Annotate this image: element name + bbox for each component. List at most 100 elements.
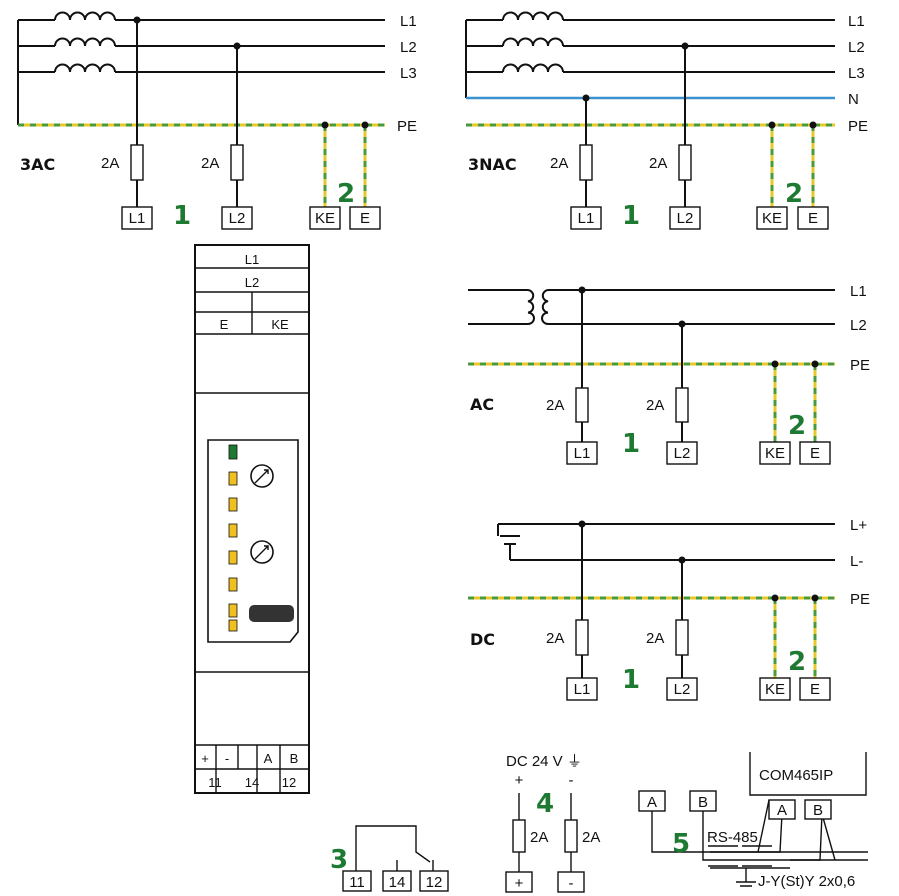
- fuse-1: [130, 144, 144, 181]
- supply-terminal-plus: +: [515, 875, 524, 892]
- terminal-l1-label: L1: [578, 210, 595, 227]
- supply-fuse-1: [512, 819, 526, 853]
- step-2: 2: [788, 411, 806, 441]
- system-label: 3NAC: [468, 155, 517, 174]
- terminal-l1-label: L1: [129, 210, 146, 227]
- rotary-switch-1-icon[interactable]: [250, 464, 274, 488]
- transformer-primary: [527, 289, 535, 325]
- system-label: 3AC: [20, 155, 55, 174]
- led-yellow: [228, 577, 238, 592]
- fuse-1: [575, 387, 589, 423]
- terminal-e-label: E: [810, 445, 820, 462]
- led-green: [228, 444, 238, 460]
- terminal-l2-label: L2: [674, 445, 691, 462]
- terminal-e-label: E: [810, 681, 820, 698]
- pe-label: PE: [850, 357, 870, 374]
- gateway-terminal-b: B: [813, 802, 823, 819]
- terminal-l2: [666, 677, 698, 701]
- terminal-l1-label: L1: [574, 445, 591, 462]
- step-1: 1: [622, 201, 640, 231]
- transformer-secondary: [541, 289, 549, 325]
- device-terminal-plus: +: [201, 751, 209, 766]
- terminal-ke-label: KE: [765, 681, 785, 698]
- terminal-ke-label: KE: [762, 210, 782, 227]
- line-label-l1: L1: [400, 13, 417, 30]
- battery-icon: [500, 535, 520, 545]
- fuse-2: [675, 619, 689, 656]
- relay-terminal-12: 12: [426, 874, 443, 891]
- led-yellow: [228, 523, 238, 538]
- relay-contacts: 11 14 12 3: [330, 825, 449, 892]
- power-supply: DC 24 V ⏚ + - 2A 2A + - 4: [505, 753, 600, 893]
- gateway-label: COM465IP: [759, 767, 833, 784]
- bus-protocol: RS-485: [707, 829, 758, 846]
- terminal-l2: [221, 206, 253, 230]
- device-terminal-b: B: [290, 751, 299, 766]
- diagram-3nac: L1 L2 L3 N PE 3NAC 2A 2A L1 L2 KE E 1 2: [465, 11, 868, 231]
- terminal-l1-label: L1: [574, 681, 591, 698]
- bus-terminal-b: B: [698, 794, 708, 811]
- step-1: 1: [622, 429, 640, 459]
- relay-terminal-14: 14: [389, 874, 406, 891]
- terminal-e: [799, 441, 831, 465]
- step-2: 2: [785, 179, 803, 209]
- line-label-l2: L2: [400, 39, 417, 56]
- fuse-1-rating: 2A: [546, 397, 564, 414]
- device-label-e: E: [220, 317, 229, 332]
- step-2: 2: [788, 647, 806, 677]
- device-terminal-minus: -: [225, 751, 229, 766]
- supply-fuse-1-rating: 2A: [530, 829, 548, 846]
- fuse-2: [230, 144, 244, 181]
- terminal-e-label: E: [360, 210, 370, 227]
- step-5: 5: [672, 829, 690, 859]
- line-label-l1: L1: [848, 13, 865, 30]
- line-label-l2: L2: [848, 39, 865, 56]
- led-yellow: [228, 471, 238, 486]
- terminal-l2-label: L2: [229, 210, 246, 227]
- diagram-3ac: L1 L2 L3 PE 3AC 2A 2A L1 L2 KE E 1 2: [17, 11, 417, 231]
- terminal-ke: [309, 206, 341, 230]
- pe-label: PE: [850, 591, 870, 608]
- terminal-ke: [756, 206, 788, 230]
- system-label: AC: [470, 395, 494, 414]
- device-terminal-a: A: [264, 751, 273, 766]
- rotary-switch-2-icon[interactable]: [250, 540, 274, 564]
- supply-minus: -: [569, 772, 574, 789]
- line-label-l3: L3: [400, 65, 417, 82]
- supply-terminal-minus: -: [569, 875, 574, 892]
- terminal-l1: [566, 677, 598, 701]
- terminal-l2: [666, 441, 698, 465]
- led-yellow: [228, 550, 238, 565]
- gateway-box: [749, 752, 867, 796]
- terminal-ke: [759, 677, 791, 701]
- fuse-2-rating: 2A: [646, 630, 664, 647]
- fuse-2-rating: 2A: [201, 155, 219, 172]
- terminal-e: [349, 206, 381, 230]
- line-label-l1: L1: [850, 283, 867, 300]
- system-label: DC: [470, 630, 495, 649]
- device-terminal-14: 14: [245, 775, 259, 790]
- front-panel: [207, 439, 299, 643]
- step-2: 2: [337, 179, 355, 209]
- line-label-l3: L3: [848, 65, 865, 82]
- terminal-ke-label: KE: [765, 445, 785, 462]
- terminal-ke-label: KE: [315, 210, 335, 227]
- fuse-1-rating: 2A: [550, 155, 568, 172]
- fuse-2: [678, 144, 692, 181]
- fuse-1-rating: 2A: [546, 630, 564, 647]
- device-label-l2: L2: [245, 275, 259, 290]
- pe-label: PE: [397, 118, 417, 135]
- terminal-e-label: E: [808, 210, 818, 227]
- supply-plus: +: [515, 772, 524, 789]
- line-label-n: N: [848, 91, 859, 108]
- supply-fuse-2-rating: 2A: [582, 829, 600, 846]
- test-button[interactable]: [249, 605, 294, 622]
- terminal-l2-label: L2: [677, 210, 694, 227]
- terminal-l1: [121, 206, 153, 230]
- line-label-lminus: L-: [850, 553, 863, 570]
- fuse-1-rating: 2A: [101, 155, 119, 172]
- rs485-bus: A B RS-485 COM465IP A B J-Y(St)Y 2x0,6 5: [638, 752, 868, 890]
- supply-fuse-2: [564, 819, 578, 853]
- led-yellow: [228, 619, 238, 632]
